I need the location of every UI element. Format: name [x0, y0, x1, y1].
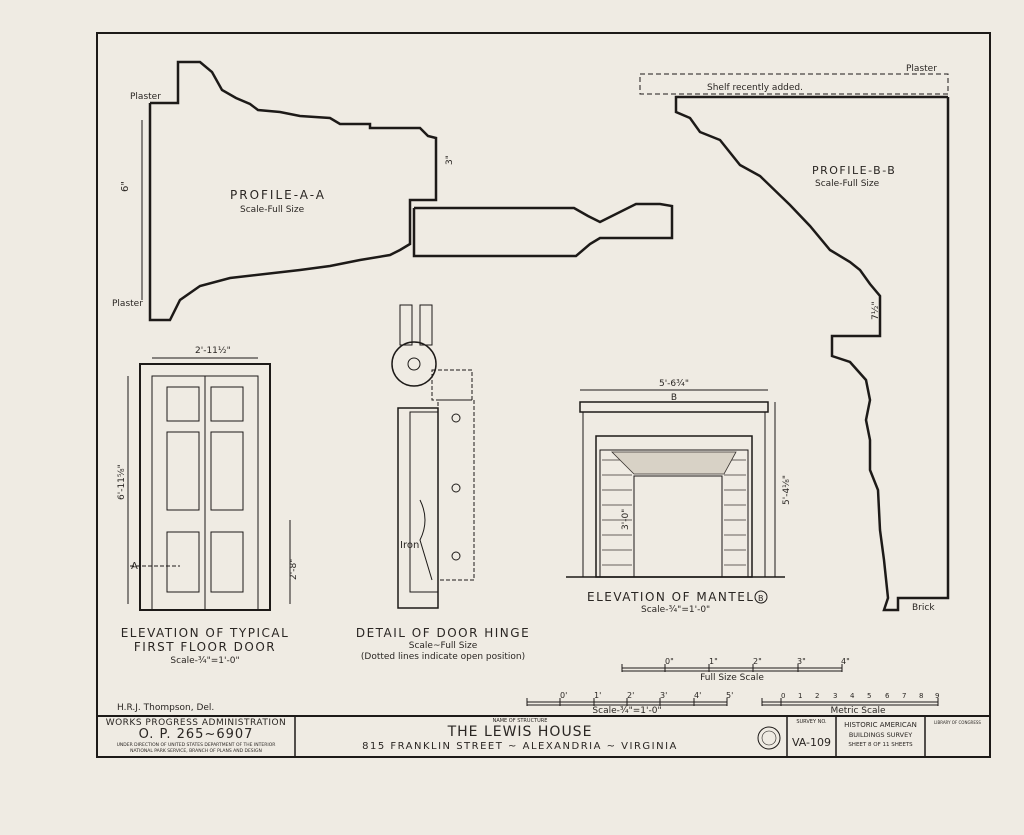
door-elevation [127, 357, 291, 611]
mantel-opening-dim: 3'-0" [621, 509, 631, 530]
door-lower-dim: 2'-8" [289, 559, 299, 580]
direction-line1: UNDER DIRECTION OF UNITED STATES DEPARTM… [116, 743, 276, 748]
mantel-mark-circle [754, 590, 768, 604]
door-section-mark: A [131, 561, 138, 572]
name-label: NAME OF STRUCTURE [492, 718, 548, 724]
metric-scale-label: Metric Scale [830, 706, 886, 716]
profile-a-title: PROFILE-A-A [230, 188, 326, 202]
metric-tick-1: 1 [798, 692, 802, 700]
profile-b-title: PROFILE-B-B [812, 164, 896, 177]
mantel-scale: Scale-¾"=1'-0" [641, 605, 710, 615]
delineator: H.R.J. Thompson, Del. [117, 703, 214, 713]
structure-address: 815 FRANKLIN STREET ~ ALEXANDRIA ~ VIRGI… [362, 741, 678, 752]
profile-b-outline [674, 95, 950, 612]
full-scale-label: Full Size Scale [700, 673, 764, 683]
profile-b-brick: Brick [912, 603, 935, 613]
metric-scale-bar [761, 698, 939, 706]
metric-tick-8: 8 [919, 692, 923, 700]
hinge-drawing [391, 304, 475, 609]
hinge-iron-label: Iron [400, 540, 419, 551]
full-size-scale-bar [621, 664, 843, 672]
mantel-width-dim: 5'-6¾" [659, 379, 689, 389]
metric-tick-4: 4 [850, 692, 855, 700]
seal-icon [757, 726, 781, 750]
profile-a-outline [148, 60, 438, 322]
mantel-title: ELEVATION OF MANTEL [587, 590, 754, 604]
seal-inner-ring [761, 730, 777, 746]
sheet-border [96, 32, 991, 758]
tq-scale-tick-5: 5' [726, 691, 733, 700]
program-line2: BUILDINGS SURVEY [848, 731, 913, 739]
full-scale-tick-4: 4" [841, 657, 850, 666]
program-line1: HISTORIC AMERICAN [844, 721, 917, 729]
tq-scale-tick-0: 0' [560, 691, 567, 700]
profile-a-dim-height: 6" [120, 181, 131, 192]
metric-tick-9: 9 [935, 692, 939, 700]
door-width-dim: 2'-11½" [195, 346, 231, 356]
mantel-title-mark: B [758, 594, 764, 603]
mantel-drawing [566, 389, 785, 578]
door-scale: Scale-¾"=1'-0" [170, 656, 239, 666]
profile-a-dim-small: 3" [445, 155, 455, 165]
hinge-scale: Scale~Full Size [409, 641, 478, 651]
structure-name: THE LEWIS HOUSE [447, 724, 593, 740]
mantel-section-mark: B [671, 393, 677, 403]
profile-a-bead [412, 202, 674, 258]
full-scale-tick-1: 1" [709, 657, 718, 666]
shelf-note: Shelf recently added. [707, 83, 803, 93]
metric-tick-6: 6 [885, 692, 890, 700]
shelf-dashed [639, 73, 949, 95]
sheet-number: SHEET 8 OF 11 SHEETS [848, 742, 913, 748]
metric-tick-5: 5 [867, 692, 871, 700]
full-scale-tick-3: 3" [797, 657, 806, 666]
profile-b-plaster: Plaster [906, 64, 937, 74]
profile-a-plaster-bottom: Plaster [112, 299, 143, 309]
tq-scale-tick-2: 2' [627, 691, 634, 700]
profile-a-plaster-top: Plaster [130, 92, 161, 102]
survey-label: SURVEY NO. [796, 719, 827, 725]
metric-tick-7: 7 [902, 692, 906, 700]
agency-name: WORKS PROGRESS ADMINISTRATION [105, 718, 287, 728]
mantel-height-dim: 5'-4⅛" [782, 475, 792, 505]
door-title-line2: FIRST FLOOR DOOR [134, 640, 276, 654]
tq-scale-tick-4: 4' [694, 691, 701, 700]
metric-tick-2: 2 [815, 692, 819, 700]
tq-scale-tick-3: 3' [660, 691, 667, 700]
full-scale-tick-2: 2" [753, 657, 762, 666]
three-quarter-scale-bar [526, 698, 728, 706]
full-scale-tick-0: 0" [665, 657, 674, 666]
profile-b-dim: 7½" [871, 301, 881, 320]
library-label: LIBRARY OF CONGRESS [934, 720, 981, 725]
tq-scale-label: Scale-¾"=1'-0" [592, 706, 661, 716]
profile-b-scale: Scale-Full Size [815, 179, 880, 189]
hinge-title: DETAIL OF DOOR HINGE [356, 626, 530, 640]
survey-number: VA-109 [791, 736, 832, 749]
op-number: O. P. 265~6907 [138, 727, 254, 742]
direction-line2: NATIONAL PARK SERVICE, BRANCH OF PLANS A… [130, 749, 262, 754]
door-title-line1: ELEVATION OF TYPICAL [121, 626, 290, 640]
metric-tick-0: 0 [781, 692, 785, 700]
metric-tick-3: 3 [833, 692, 837, 700]
profile-a-scale: Scale-Full Size [240, 205, 305, 215]
hinge-note: (Dotted lines indicate open position) [361, 652, 525, 662]
door-height-dim: 6'-11⅝" [117, 464, 127, 500]
tq-scale-tick-1: 1' [594, 691, 601, 700]
